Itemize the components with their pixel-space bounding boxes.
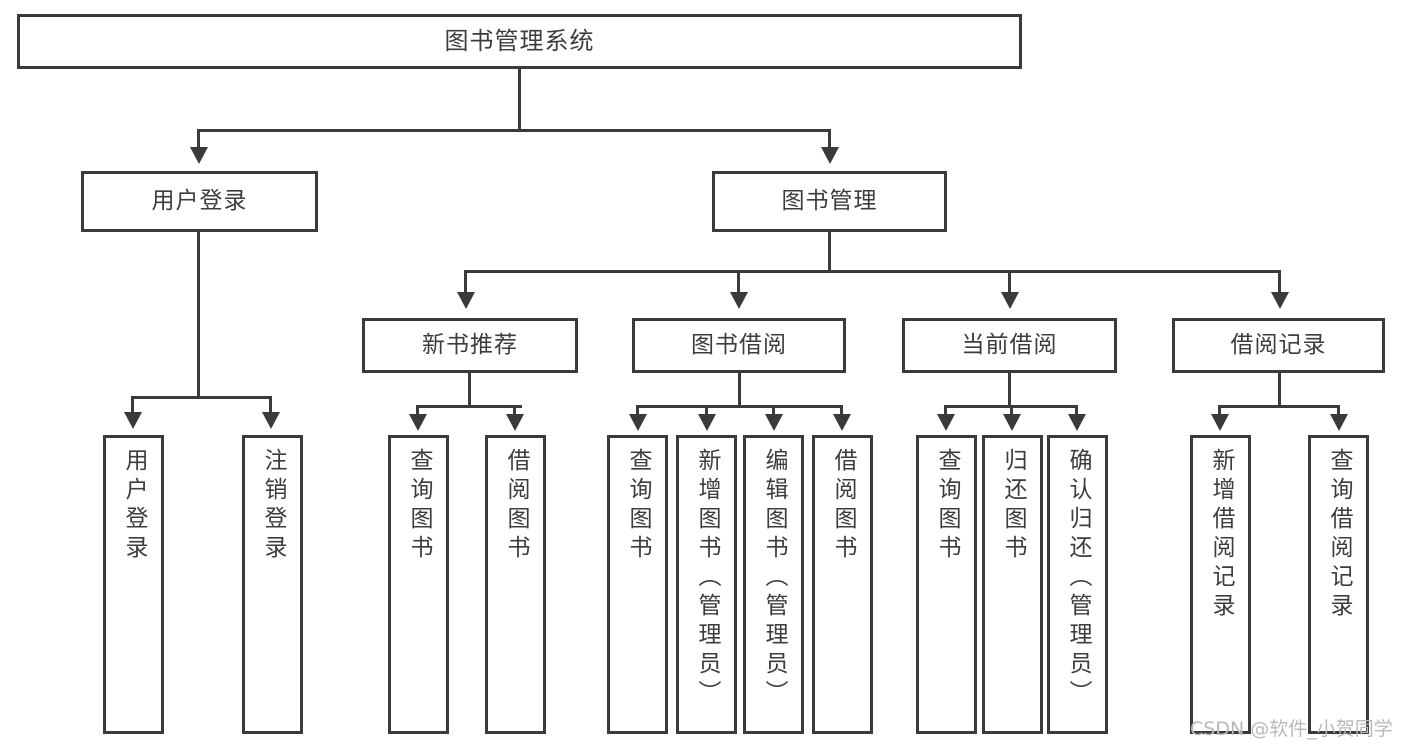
node-leaf-borrow-book-1[interactable]: 借阅图书 bbox=[485, 435, 546, 734]
node-label: 新增借阅记录 bbox=[1208, 448, 1234, 622]
node-label: 用户登录 bbox=[151, 187, 248, 214]
node-book-management[interactable]: 图书管理 bbox=[712, 171, 947, 232]
node-leaf-query-borrow-record[interactable]: 查询借阅记录 bbox=[1308, 435, 1369, 734]
connector-user-login-drop-1 bbox=[131, 396, 134, 414]
node-label: 查询图书 bbox=[406, 448, 432, 564]
arrowhead-leaf-edit-book bbox=[765, 414, 783, 431]
node-leaf-query-book-2[interactable]: 查询图书 bbox=[607, 435, 668, 734]
node-new-book-recommendation[interactable]: 新书推荐 bbox=[362, 318, 578, 373]
arrowhead-leaf-user-login bbox=[124, 412, 142, 429]
arrowhead-book-borrow bbox=[730, 292, 748, 309]
node-label: 确认归还（管理员） bbox=[1065, 448, 1091, 709]
connector-br-drop-2 bbox=[1337, 405, 1340, 417]
node-label: 查询借阅记录 bbox=[1326, 448, 1352, 622]
connector-bm-drop-3 bbox=[1008, 270, 1011, 294]
node-root-book-management-system[interactable]: 图书管理系统 bbox=[17, 14, 1022, 69]
connector-br-stem bbox=[1278, 373, 1281, 407]
connector-book-manage-stem bbox=[828, 232, 831, 272]
node-leaf-query-book-1[interactable]: 查询图书 bbox=[388, 435, 449, 734]
node-label: 查询图书 bbox=[625, 448, 651, 564]
connector-bb-bar bbox=[636, 405, 843, 408]
connector-br-drop-1 bbox=[1218, 405, 1221, 417]
node-leaf-user-login[interactable]: 用户登录 bbox=[103, 435, 164, 734]
arrowhead-user-login bbox=[190, 147, 208, 164]
node-user-login[interactable]: 用户登录 bbox=[81, 171, 318, 232]
arrowhead-book-manage bbox=[821, 147, 839, 164]
connector-root-bar bbox=[197, 129, 831, 132]
connector-bm-drop-1 bbox=[464, 270, 467, 294]
connector-nbr-drop-2 bbox=[513, 405, 516, 417]
node-book-borrowing[interactable]: 图书借阅 bbox=[632, 318, 846, 373]
node-label: 借阅图书 bbox=[503, 448, 529, 564]
connector-root-to-book-manage bbox=[828, 129, 831, 149]
node-current-borrowing[interactable]: 当前借阅 bbox=[902, 318, 1117, 373]
arrowhead-leaf-query-book-2 bbox=[629, 414, 647, 431]
arrowhead-leaf-query-book-3 bbox=[937, 414, 955, 431]
arrowhead-leaf-borrow-book-2 bbox=[833, 414, 851, 431]
node-label: 图书管理 bbox=[781, 187, 878, 214]
node-leaf-edit-book-admin[interactable]: 编辑图书（管理员） bbox=[743, 435, 804, 734]
connector-nbr-stem bbox=[468, 373, 471, 407]
connector-nbr-bar bbox=[416, 405, 522, 408]
node-label: 注销登录 bbox=[260, 448, 286, 564]
node-label: 新增图书（管理员） bbox=[694, 448, 720, 709]
connector-root-stem bbox=[518, 69, 521, 131]
arrowhead-leaf-add-record bbox=[1211, 414, 1229, 431]
connector-bm-drop-2 bbox=[737, 270, 740, 294]
arrowhead-leaf-confirm-return bbox=[1068, 414, 1086, 431]
arrowhead-leaf-borrow-book-1 bbox=[506, 414, 524, 431]
connector-user-login-drop-2 bbox=[269, 396, 272, 414]
arrowhead-borrow-record bbox=[1271, 292, 1289, 309]
arrowhead-leaf-user-logout bbox=[262, 412, 280, 429]
connector-bm-drop-4 bbox=[1278, 270, 1281, 294]
connector-bb-drop-3 bbox=[772, 405, 775, 417]
connector-bb-drop-1 bbox=[636, 405, 639, 417]
arrowhead-current-borrow bbox=[1001, 292, 1019, 309]
connector-book-manage-bar bbox=[464, 270, 1281, 273]
node-label: 归还图书 bbox=[1000, 448, 1026, 564]
connector-cb-drop-1 bbox=[944, 405, 947, 417]
node-label: 借阅记录 bbox=[1230, 331, 1327, 358]
arrowhead-leaf-query-book-1 bbox=[409, 414, 427, 431]
csdn-watermark: CSDN @软件_小贺同学 bbox=[1190, 718, 1393, 740]
node-label: 编辑图书（管理员） bbox=[761, 448, 787, 709]
node-label: 图书管理系统 bbox=[444, 27, 595, 56]
connector-root-to-user-login bbox=[197, 129, 200, 149]
connector-nbr-drop-1 bbox=[416, 405, 419, 417]
node-label: 查询图书 bbox=[934, 448, 960, 564]
node-leaf-borrow-book-2[interactable]: 借阅图书 bbox=[812, 435, 873, 734]
arrowhead-leaf-add-book bbox=[698, 414, 716, 431]
arrowhead-leaf-query-record bbox=[1330, 414, 1348, 431]
node-leaf-user-logout[interactable]: 注销登录 bbox=[242, 435, 303, 734]
node-label: 借阅图书 bbox=[830, 448, 856, 564]
connector-bb-drop-2 bbox=[705, 405, 708, 417]
node-label: 图书借阅 bbox=[691, 331, 787, 358]
node-leaf-add-borrow-record[interactable]: 新增借阅记录 bbox=[1190, 435, 1251, 734]
connector-cb-drop-3 bbox=[1075, 405, 1078, 417]
connector-bb-stem bbox=[738, 373, 741, 407]
connector-user-login-stem bbox=[197, 232, 200, 398]
node-label: 用户登录 bbox=[121, 448, 147, 564]
node-leaf-add-book-admin[interactable]: 新增图书（管理员） bbox=[676, 435, 737, 734]
arrowhead-leaf-return-book bbox=[1003, 414, 1021, 431]
connector-cb-stem bbox=[1008, 373, 1011, 407]
node-leaf-return-book[interactable]: 归还图书 bbox=[982, 435, 1043, 734]
arrowhead-new-book-rec bbox=[457, 292, 475, 309]
connector-cb-drop-2 bbox=[1010, 405, 1013, 417]
node-leaf-query-book-3[interactable]: 查询图书 bbox=[916, 435, 977, 734]
connector-bb-drop-4 bbox=[840, 405, 843, 417]
node-label: 当前借阅 bbox=[961, 331, 1058, 358]
connector-user-login-bar bbox=[131, 396, 271, 399]
node-leaf-confirm-return-admin[interactable]: 确认归还（管理员） bbox=[1047, 435, 1108, 734]
connector-br-bar bbox=[1218, 405, 1340, 408]
node-borrowing-record[interactable]: 借阅记录 bbox=[1172, 318, 1385, 373]
node-label: 新书推荐 bbox=[422, 331, 518, 358]
